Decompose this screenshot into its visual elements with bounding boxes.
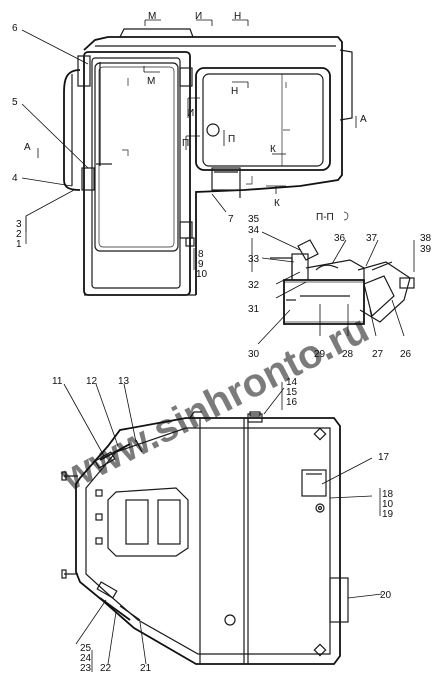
section-mark-n-mid: Н	[231, 86, 238, 97]
callout-3: 3	[16, 219, 22, 230]
callout-31: 31	[248, 304, 260, 315]
callout-labels: 6 5 4 3 2 1 7 8 9 10 35 34 33 32 31 30 2…	[12, 23, 432, 674]
callout-34: 34	[248, 225, 260, 236]
callout-11: 11	[52, 376, 63, 387]
callout-24: 24	[80, 653, 92, 664]
callout-30: 30	[248, 349, 260, 360]
section-mark-k-mid: К	[270, 144, 276, 155]
callout-38: 38	[420, 233, 432, 244]
callout-18: 18	[382, 489, 394, 500]
callout-37: 37	[366, 233, 378, 244]
callout-9: 9	[198, 259, 204, 270]
callout-27: 27	[372, 349, 384, 360]
cab-side-view	[63, 28, 353, 296]
callout-4: 4	[12, 173, 18, 184]
leader-lines	[21, 29, 415, 672]
callout-14: 14	[286, 377, 298, 388]
callout-5: 5	[12, 97, 18, 108]
callout-36: 36	[334, 233, 346, 244]
section-mark-i-mid: И	[187, 108, 194, 119]
callout-39: 39	[420, 244, 432, 255]
callout-32: 32	[248, 280, 260, 291]
section-mark-k-low: К	[274, 198, 280, 209]
callout-29: 29	[314, 349, 326, 360]
callout-10-top: 10	[196, 269, 208, 280]
cab-plan-view	[61, 411, 349, 665]
section-mark-i-top: И	[195, 11, 202, 22]
callout-1: 1	[16, 239, 22, 250]
callout-6: 6	[12, 23, 18, 34]
callout-23: 23	[80, 663, 92, 674]
callout-26: 26	[400, 349, 412, 360]
callout-8: 8	[198, 249, 204, 260]
callout-15: 15	[286, 387, 298, 398]
callout-12: 12	[86, 376, 98, 387]
callout-22: 22	[100, 663, 112, 674]
section-rotate-icon	[343, 211, 349, 221]
callout-21: 21	[140, 663, 152, 674]
callout-13: 13	[118, 376, 130, 387]
callout-16: 16	[286, 397, 298, 408]
callout-20: 20	[380, 590, 392, 601]
watermark-text: www.sinhronto.ru	[53, 307, 375, 500]
section-mark-a-right: А	[360, 114, 367, 125]
section-mark-p-left: П	[182, 138, 189, 149]
section-detail	[270, 239, 415, 325]
callout-2: 2	[16, 229, 22, 240]
callout-17: 17	[378, 452, 390, 463]
callout-19: 19	[382, 509, 394, 520]
callout-7: 7	[228, 214, 234, 225]
section-mark-m-top: М	[148, 11, 156, 22]
section-markers: М И Н М Н И П П К К А А	[24, 11, 367, 209]
callout-10-bottom: 10	[382, 499, 394, 510]
section-mark-m-mid: М	[147, 76, 155, 87]
section-mark-p-right: П	[228, 134, 235, 145]
section-mark-a-left: А	[24, 142, 31, 153]
callout-25: 25	[80, 643, 92, 654]
callout-33: 33	[248, 254, 260, 265]
section-title: П-П	[316, 212, 334, 223]
callout-35: 35	[248, 214, 260, 225]
callout-28: 28	[342, 349, 354, 360]
section-mark-n-top: Н	[234, 11, 241, 22]
